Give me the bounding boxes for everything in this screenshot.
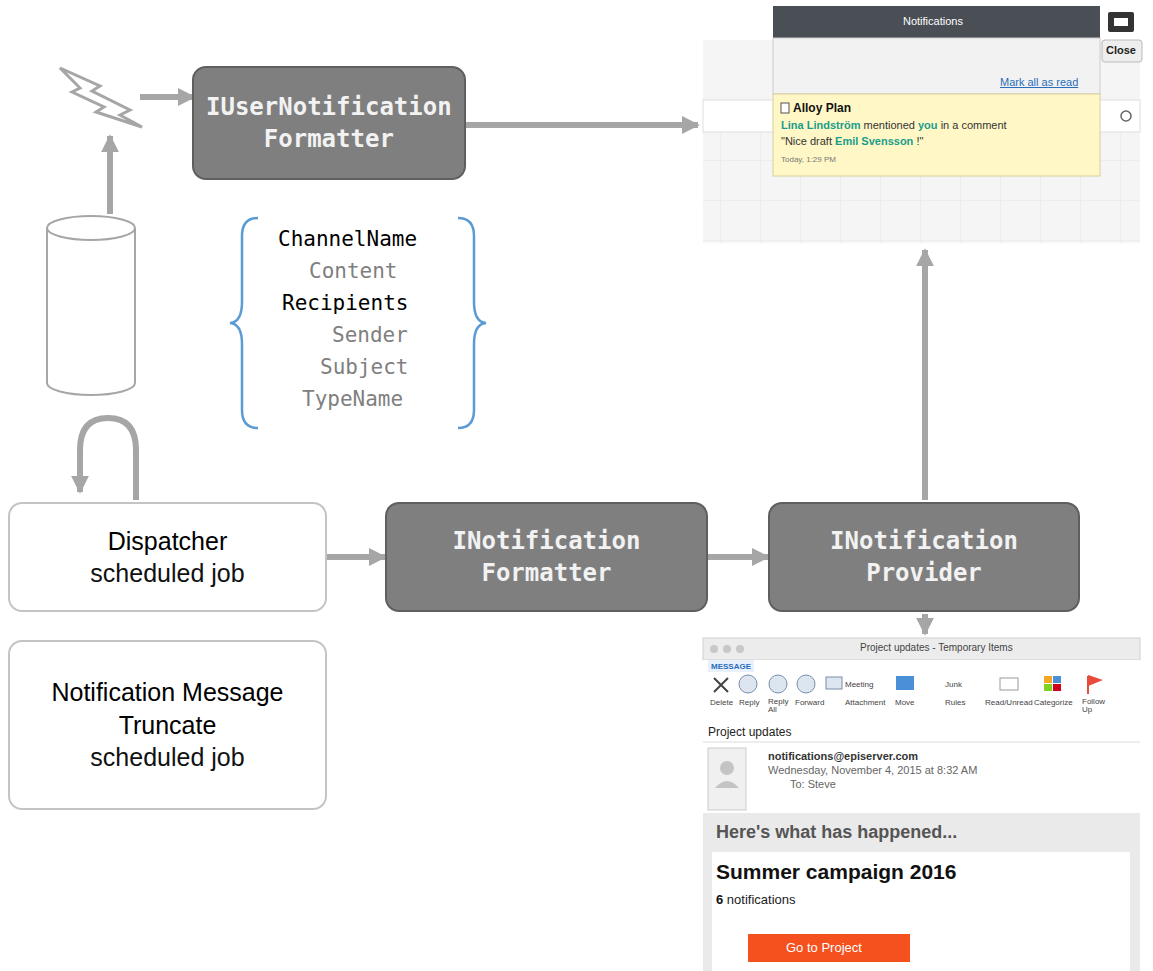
label-line: Meeting xyxy=(845,680,873,689)
screen-text: TypeName xyxy=(302,387,403,411)
label-line: Follow Up xyxy=(1082,698,1112,715)
label-line: Summer campaign 2016 xyxy=(716,860,956,884)
screen-text: Junk xyxy=(945,680,962,689)
label-line: Wednesday, November 4, 2015 at 8:32 AM xyxy=(768,764,977,776)
screen-text: Lina Lindström xyxy=(781,119,860,131)
screen-text: Recipients xyxy=(282,291,408,315)
flow-arrow xyxy=(327,554,385,560)
screen-text: Emil Svensson xyxy=(835,135,913,147)
label-line: notifications@episerver.com xyxy=(768,750,918,762)
screen-text: Delete xyxy=(710,698,733,707)
label-line: Rules xyxy=(945,698,965,707)
screen-text: ChannelName xyxy=(278,227,417,251)
label-line: Project updates xyxy=(708,725,791,739)
node-title: Notification Message Truncate xyxy=(22,676,313,741)
screen-text: To: Steve xyxy=(790,778,836,790)
screen-text: Today, 1:29 PM xyxy=(781,155,836,164)
label-line: Lina Lindström mentionedyouin a comment xyxy=(781,119,1007,131)
label-line: Delete xyxy=(710,698,733,707)
screen-text: MESSAGE xyxy=(711,662,751,671)
label-line: Content xyxy=(309,259,398,283)
label-line: To: Steve xyxy=(790,778,836,790)
node-subtitle: scheduled job xyxy=(90,741,244,774)
label-line: Junk xyxy=(945,680,962,689)
screen-text: you xyxy=(918,119,938,131)
label-line: Categorize xyxy=(1034,698,1073,707)
label-line: Close xyxy=(1106,44,1136,56)
label-line: Attachment xyxy=(845,698,885,707)
notification-screenshot xyxy=(703,0,1142,243)
screen-text: Notifications xyxy=(903,15,963,27)
screen-text: Content xyxy=(309,259,398,283)
screen-text: mentioned xyxy=(864,119,915,131)
label-line: Alloy Plan xyxy=(793,101,851,115)
screen-text: Forward xyxy=(795,698,824,707)
label-line: Forward xyxy=(795,698,824,707)
label-line: Reply xyxy=(739,698,759,707)
screen-text: Sender xyxy=(332,323,408,347)
right-brace xyxy=(458,218,486,428)
label-line: MESSAGE xyxy=(711,662,751,671)
screen-text: Wednesday, November 4, 2015 at 8:32 AM xyxy=(768,764,977,776)
node-title: IUserNotification Formatter xyxy=(206,91,452,156)
screen-text: notifications xyxy=(727,892,796,907)
screen-text: Go to Project xyxy=(786,940,862,955)
screen-text: Reply All xyxy=(768,697,788,714)
label-line: Here's what has happened... xyxy=(716,822,957,843)
screen-text: Alloy Plan xyxy=(793,101,851,115)
screen-text: !" xyxy=(916,135,923,147)
label-line: ChannelName xyxy=(278,227,417,251)
label-line: Sender xyxy=(332,323,408,347)
label-line: Go to Project xyxy=(786,940,862,955)
node-title: Dispatcher xyxy=(108,525,228,558)
label-line: Reply All xyxy=(768,698,790,715)
job-box: Notification Message Truncatescheduled j… xyxy=(8,640,327,810)
screen-text: Subject xyxy=(320,355,409,379)
label-line: TypeName xyxy=(302,387,403,411)
screen-text: Categorize xyxy=(1034,698,1073,707)
node-title: INotification Provider xyxy=(782,525,1066,590)
screen-text: Summer campaign 2016 xyxy=(716,860,956,883)
node-subtitle: scheduled job xyxy=(90,557,244,590)
label-line: 6 notifications xyxy=(716,892,796,907)
screen-text: Mark all as read xyxy=(1000,76,1078,88)
database-cylinder xyxy=(47,216,135,395)
email-screenshot xyxy=(703,638,1140,971)
node-title: INotification Formatter xyxy=(399,525,694,590)
label-line: Mark all as read xyxy=(1000,76,1078,88)
interface-box: INotification Provider xyxy=(768,502,1080,612)
label-line: Read/Unread xyxy=(985,698,1033,707)
interface-box: INotification Formatter xyxy=(385,502,708,612)
label-line: Today, 1:29 PM xyxy=(781,155,836,164)
screen-text: Close xyxy=(1106,44,1136,56)
screen-text: Project updates - Temporary Items xyxy=(860,642,1013,653)
screen-text: Meeting xyxy=(845,680,873,689)
label-line: Notifications xyxy=(903,15,963,27)
label-line: "Nice draftEmil Svensson!" xyxy=(781,135,923,147)
flow-arrow xyxy=(708,554,768,560)
screen-text: Here's what has happened... xyxy=(716,822,957,842)
job-box: Dispatcherscheduled job xyxy=(8,502,327,612)
label-line: Move xyxy=(895,698,915,707)
label-line: Recipients xyxy=(282,291,408,315)
screen-text: Move xyxy=(895,698,915,707)
screen-text: Reply xyxy=(739,698,759,707)
screen-text: Project updates xyxy=(708,725,791,739)
screen-text: "Nice draft xyxy=(781,135,832,147)
label-line: Project updates - Temporary Items xyxy=(860,642,1013,653)
screen-text: Attachment xyxy=(845,698,885,707)
interface-box: IUserNotification Formatter xyxy=(192,66,466,180)
event-lightning xyxy=(60,68,142,127)
screen-text: notifications@episerver.com xyxy=(768,750,918,762)
screen-text: Rules xyxy=(945,698,965,707)
left-brace xyxy=(230,218,258,428)
screen-text: 6 xyxy=(716,892,723,907)
screen-text: Read/Unread xyxy=(985,698,1033,707)
screen-text: Follow Up xyxy=(1082,697,1105,714)
label-line: Subject xyxy=(320,355,409,379)
screen-text: in a comment xyxy=(941,119,1007,131)
